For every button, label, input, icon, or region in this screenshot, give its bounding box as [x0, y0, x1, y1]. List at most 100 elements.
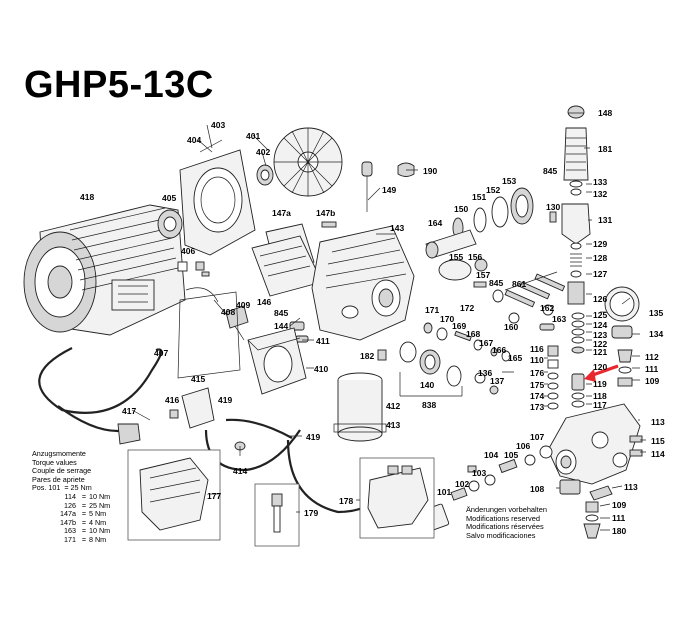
callout-838: 838 [422, 400, 437, 410]
ring-set-838 [399, 341, 462, 387]
callout-112: 112 [645, 352, 659, 362]
callout-105: 105 [504, 450, 519, 460]
callout-134: 134 [649, 329, 664, 339]
callout-157: 157 [476, 270, 491, 280]
callout-174: 174 [530, 391, 545, 401]
callout-120: 120 [593, 362, 608, 372]
torque-values-table: Anzugsmomente Torque values Couple de se… [32, 449, 111, 545]
callout-401: 401 [246, 131, 261, 141]
valve-stack-148-126 [561, 105, 591, 305]
callout-181: 181 [598, 144, 613, 154]
screw-147b [321, 221, 337, 228]
pump-head-113-shape [547, 403, 641, 485]
callout-170: 170 [440, 314, 455, 324]
callout-135: 135 [649, 308, 664, 318]
seal-stack-125-117 [571, 312, 585, 408]
callout-123: 123 [593, 330, 608, 340]
callout-117: 117 [593, 400, 607, 410]
callout-163: 163 [552, 314, 567, 324]
callout-168: 168 [466, 329, 481, 339]
callout-414: 414 [233, 466, 248, 476]
callout-128: 128 [593, 253, 608, 263]
part-406-shape [177, 261, 210, 277]
callout-149: 149 [382, 185, 397, 195]
callout-124: 124 [593, 320, 608, 330]
callout-410: 410 [314, 364, 329, 374]
callout-156: 156 [468, 252, 483, 262]
callout-175: 175 [530, 380, 545, 390]
cable-417-shape [38, 347, 163, 445]
wobble-plate-155-shape [438, 258, 488, 288]
gauge-135-shape [604, 286, 640, 322]
callout-144: 144 [274, 321, 289, 331]
callout-402: 402 [256, 147, 271, 157]
callout-150: 150 [454, 204, 469, 214]
callout-115: 115 [651, 436, 665, 446]
callout-861: 861 [512, 279, 527, 289]
callout-412: 412 [386, 401, 401, 411]
callout-140: 140 [420, 380, 435, 390]
callout-152: 152 [486, 185, 501, 195]
callout-147b: 147b [316, 208, 336, 218]
callout-178: 178 [339, 496, 354, 506]
callout-107: 107 [530, 432, 545, 442]
callout-114: 114 [651, 449, 665, 459]
callout-131: 131 [598, 215, 613, 225]
callout-109: 109 [645, 376, 660, 386]
part-415 [181, 387, 215, 429]
callout-130: 130 [546, 202, 561, 212]
callout-167: 167 [479, 338, 494, 348]
part-109-lower [585, 501, 599, 513]
crankshaft-164-shape [425, 229, 477, 259]
callout-176: 176 [530, 368, 545, 378]
part-130 [549, 211, 557, 223]
callout-162: 162 [540, 303, 555, 313]
callout-109-low: 109 [612, 500, 627, 510]
part-416 [169, 409, 179, 419]
callout-403: 403 [211, 120, 226, 130]
callout-103: 103 [472, 468, 487, 478]
part-136 [474, 372, 486, 384]
callout-180: 180 [612, 526, 627, 536]
callout-125: 125 [593, 310, 608, 320]
callout-160: 160 [504, 322, 519, 332]
callout-406: 406 [181, 246, 196, 256]
piston-861-shape [504, 273, 566, 308]
notice-es: Salvo modificaciones [466, 530, 536, 540]
torque-row-101: Pos. 101 = 25 Nm [32, 483, 92, 493]
flange-404-shape [179, 149, 256, 256]
callout-119: 119 [593, 379, 607, 389]
callout-121: 121 [593, 347, 608, 357]
notice-fr: Modifications réservées [466, 522, 544, 532]
callout-404: 404 [187, 135, 202, 145]
part-115 [629, 435, 643, 443]
callout-113-low: 113 [624, 482, 638, 492]
part-152-ring [491, 196, 509, 228]
callout-172: 172 [460, 303, 475, 313]
part-137 [489, 385, 499, 395]
callout-845-top: 845 [543, 166, 558, 176]
callout-408: 408 [221, 307, 236, 317]
seal-kit-171-165 [423, 322, 511, 362]
callout-137: 137 [490, 376, 505, 386]
inset-179 [254, 483, 300, 547]
callout-111-low: 111 [612, 513, 626, 523]
part-160 [508, 312, 520, 324]
notice-en: Modifications reserved [466, 513, 540, 523]
callout-190: 190 [423, 166, 438, 176]
torque-row: 114=10 Nm [64, 491, 111, 501]
callout-122: 122 [593, 339, 608, 349]
callout-108: 108 [530, 484, 545, 494]
callout-419-right: 419 [306, 432, 321, 442]
motor-418-shape [23, 204, 186, 336]
leader-lines [131, 112, 646, 531]
callout-129: 129 [593, 239, 608, 249]
capacitor-412-shape [333, 372, 387, 442]
callout-413: 413 [386, 420, 401, 430]
modification-notice: Änderungen vorbehalten Modifications res… [466, 505, 547, 540]
callout-165: 165 [508, 353, 523, 363]
part-111 [618, 366, 632, 374]
callout-169: 169 [452, 321, 467, 331]
crankcase-143-shape [311, 225, 415, 341]
